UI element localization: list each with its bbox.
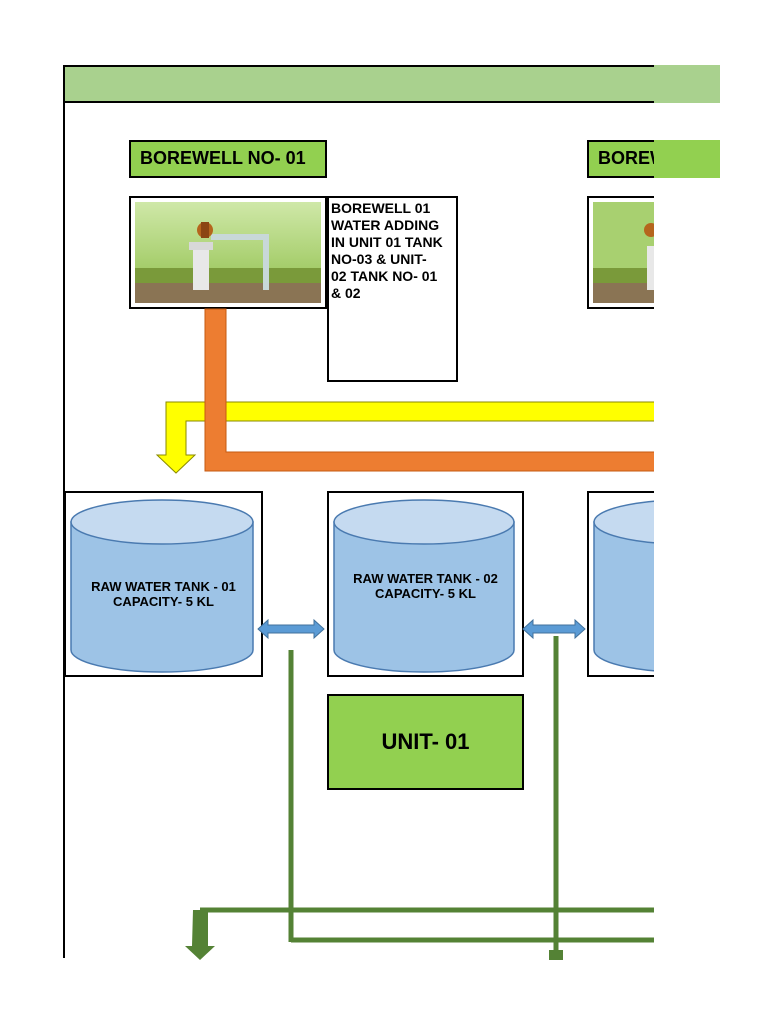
tank-2-frame: RAW WATER TANK - 02 CAPACITY- 5 KL: [327, 491, 524, 677]
tank-2-name: RAW WATER TANK - 02: [353, 571, 498, 586]
note-line: NO-03 & UNIT-: [331, 251, 427, 267]
borewell-1-note: BOREWELL 01 WATER ADDING IN UNIT 01 TANK…: [327, 196, 458, 382]
borewell-pump-image: [131, 198, 325, 307]
header-bar: [64, 65, 720, 103]
tank-1-label: RAW WATER TANK - 01 CAPACITY- 5 KL: [66, 579, 261, 609]
note-line: BOREWELL 01: [331, 200, 431, 216]
header-bar-overhang: [654, 65, 720, 103]
note-line: WATER ADDING: [331, 217, 440, 233]
green-down-arrow-2: [549, 950, 563, 960]
tank-2-capacity: CAPACITY- 5 KL: [375, 586, 476, 601]
tank-connector-1-2: [257, 618, 325, 640]
tank-1-cylinder: [70, 499, 254, 673]
note-line: & 02: [331, 285, 361, 301]
borewell-1-label: BOREWELL NO- 01: [129, 140, 327, 178]
yellow-flow-arrow: [155, 401, 721, 474]
tank-1-name: RAW WATER TANK - 01: [91, 579, 236, 594]
note-line: IN UNIT 01 TANK: [331, 234, 443, 250]
tank-2-label: RAW WATER TANK - 02 CAPACITY- 5 KL: [329, 571, 522, 601]
orange-pipe: [204, 308, 721, 472]
borewell-1-photo: [129, 196, 327, 309]
unit-01-box: UNIT- 01: [327, 694, 524, 790]
tank-connector-2-3: [522, 618, 586, 640]
unit-01-label: UNIT- 01: [381, 729, 470, 754]
note-line: 02 TANK NO- 01: [331, 268, 438, 284]
tank-1-frame: RAW WATER TANK - 01 CAPACITY- 5 KL: [64, 491, 263, 677]
borewell-2-label-overhang: [654, 140, 720, 178]
tank-1-capacity: CAPACITY- 5 KL: [113, 594, 214, 609]
tank-2-cylinder: [333, 499, 515, 673]
green-down-arrow-1: [185, 910, 215, 960]
borewell-1-label-text: BOREWELL NO- 01: [140, 148, 306, 168]
borewell-2-label-text: BOREW: [598, 148, 667, 168]
